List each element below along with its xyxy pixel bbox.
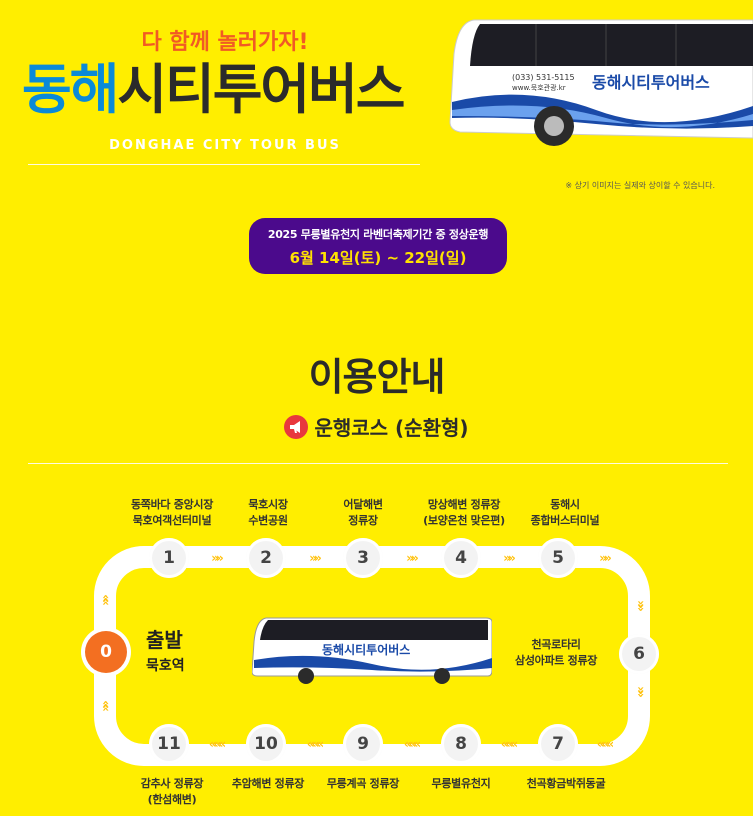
- bus-website: www.묵호관광.kr: [512, 83, 566, 92]
- center-bus-image: 동해시티투어버스: [252, 617, 492, 684]
- section-title: 이용안내: [308, 355, 446, 399]
- operation-period-badge: 2025 무릉별유천지 라벤더축제기간 중 정상운행 6월 14일(토) ~ 2…: [249, 218, 507, 274]
- center-bus-side-text: 동해시티투어버스: [322, 642, 410, 657]
- stop-8-label: 무릉별유천지: [431, 777, 491, 790]
- tour-bus-image: (033) 531-5115 www.묵호관광.kr 동해시티투어버스: [449, 19, 753, 146]
- english-subtitle: DONGHAE CITY TOUR BUS: [109, 138, 341, 153]
- direction-arrow-down: »»: [634, 600, 648, 608]
- direction-arrow-up: ««: [99, 700, 113, 708]
- stop-9-label: 무릉계곡 정류장: [326, 777, 400, 790]
- route-stop-9[interactable]: 9: [343, 724, 383, 764]
- route-stop-3[interactable]: 3: [343, 538, 383, 578]
- route-stop-7[interactable]: 7: [538, 724, 578, 764]
- direction-arrow-right: »»: [211, 551, 223, 565]
- direction-arrow-left: «««: [403, 737, 421, 751]
- direction-arrow-left: «««: [596, 737, 614, 751]
- direction-arrow-left: «««: [208, 737, 226, 751]
- direction-arrow-left: «««: [306, 737, 324, 751]
- period-dates: 6월 14일(토) ~ 22일(일): [289, 249, 467, 267]
- tagline: 다 함께 놀러가자!: [141, 30, 309, 55]
- direction-arrow-right: »»: [309, 551, 321, 565]
- route-stop-start[interactable]: 0: [85, 631, 127, 673]
- stop-7-label: 천곡황금박쥐동굴: [526, 777, 606, 790]
- direction-arrow-down: »»: [634, 686, 648, 694]
- route-stop-8[interactable]: 8: [441, 724, 481, 764]
- route-stop-11[interactable]: 11: [149, 724, 189, 764]
- title-part-1: 동해: [22, 58, 119, 121]
- route-stop-6[interactable]: 6: [619, 634, 659, 674]
- route-stop-2[interactable]: 2: [246, 538, 286, 578]
- course-heading: 운행코스 (순환형): [0, 412, 753, 441]
- start-station: 묵호역: [146, 658, 185, 674]
- stop-4-label: 망상해변 정류장(보양온천 맞은편): [423, 498, 505, 527]
- direction-arrow-right: »»: [406, 551, 418, 565]
- route-stop-1[interactable]: 1: [149, 538, 189, 578]
- period-description: 2025 무릉별유천지 라벤더축제기간 중 정상운행: [267, 228, 489, 241]
- direction-arrow-right: »»: [503, 551, 515, 565]
- route-stop-5[interactable]: 5: [538, 538, 578, 578]
- page-title: 동해시티투어버스: [22, 58, 405, 121]
- bus-phone: (033) 531-5115: [512, 73, 575, 82]
- stop-10-label: 추암해변 정류장: [231, 777, 305, 790]
- image-disclaimer: ※ 상기 이미지는 실제와 상이할 수 있습니다.: [565, 181, 715, 190]
- start-label: 출발: [146, 628, 183, 652]
- stop-11-label: 감추사 정류장(한섬해변): [140, 777, 204, 806]
- title-divider: [28, 164, 420, 165]
- megaphone-icon: [284, 415, 309, 439]
- route-stop-4[interactable]: 4: [441, 538, 481, 578]
- route-stop-10[interactable]: 10: [246, 724, 286, 764]
- direction-arrow-up: ««: [99, 594, 113, 602]
- direction-arrow-right: »»: [599, 551, 611, 565]
- course-divider: [28, 463, 728, 464]
- direction-arrow-left: «««: [500, 737, 518, 751]
- bus-side-text: 동해시티투어버스: [592, 73, 710, 92]
- course-label: 운행코스 (순환형): [314, 416, 469, 440]
- title-part-2: 시티투어버스: [117, 58, 405, 121]
